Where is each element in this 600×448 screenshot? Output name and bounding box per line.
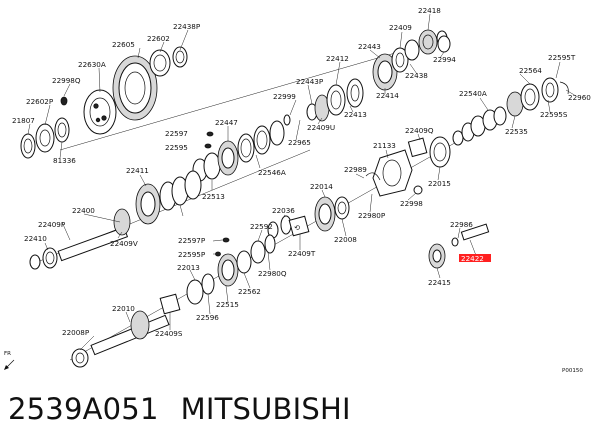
label-22980P[interactable]: 22980P [358, 211, 386, 220]
label-22602[interactable]: 22602 [147, 34, 170, 43]
label-22597P[interactable]: 22597P [178, 236, 206, 245]
label-22414[interactable]: 22414 [376, 91, 399, 100]
label-22438[interactable]: 22438 [405, 71, 428, 80]
svg-text:⟲: ⟲ [294, 223, 300, 232]
brand-name: MITSUBISHI [180, 392, 351, 426]
label-22513[interactable]: 22513 [202, 192, 225, 201]
label-22998Q[interactable]: 22998Q [52, 76, 81, 85]
label-22447[interactable]: 22447 [215, 118, 238, 127]
label-22015[interactable]: 22015 [428, 179, 451, 188]
right-group [452, 77, 569, 146]
part-labels: 22438P 22418 22605 22602 22409 22994 224… [12, 6, 591, 338]
label-22630A[interactable]: 22630A [78, 60, 106, 69]
lower-shaft-group [71, 234, 276, 368]
label-22540A[interactable]: 22540A [459, 89, 487, 98]
footer-caption: 2539A051 MITSUBISHI [8, 392, 373, 426]
label-22986[interactable]: 22986 [450, 220, 473, 229]
label-22602P[interactable]: 22602P [26, 97, 54, 106]
differential-group [20, 46, 188, 159]
label-22989[interactable]: 22989 [344, 165, 367, 174]
front-direction-indicator: FR [4, 351, 15, 370]
label-81336[interactable]: 81336 [53, 156, 76, 165]
label-22409P[interactable]: 22409P [38, 220, 66, 229]
label-22409V[interactable]: 22409V [110, 239, 138, 248]
label-22443[interactable]: 22443 [358, 42, 381, 51]
label-22410[interactable]: 22410 [24, 234, 47, 243]
label-22412[interactable]: 22412 [326, 54, 349, 63]
center-group: ⟲ [267, 196, 350, 239]
label-22415[interactable]: 22415 [428, 278, 451, 287]
label-22010[interactable]: 22010 [112, 304, 135, 313]
label-22592[interactable]: 22592 [250, 222, 273, 231]
fr-arrow-icon [4, 365, 9, 370]
label-22443P[interactable]: 22443P [296, 77, 324, 86]
cover-group [365, 136, 451, 197]
label-22409[interactable]: 22409 [389, 23, 412, 32]
label-22960[interactable]: 22960 [568, 93, 591, 102]
label-22409Q[interactable]: 22409Q [405, 126, 434, 135]
label-22014[interactable]: 22014 [310, 182, 333, 191]
fr-label: FR [4, 351, 11, 357]
label-22595S[interactable]: 22595S [540, 110, 568, 119]
label-22418[interactable]: 22418 [418, 6, 441, 15]
label-22999[interactable]: 22999 [273, 92, 296, 101]
label-22036[interactable]: 22036 [272, 206, 295, 215]
label-22438P[interactable]: 22438P [173, 22, 201, 31]
middle-upper-group [192, 120, 285, 182]
label-21133[interactable]: 21133 [373, 141, 396, 150]
label-22409U[interactable]: 22409U [307, 123, 335, 132]
label-22546A[interactable]: 22546A [258, 168, 286, 177]
label-22595P[interactable]: 22595P [178, 250, 206, 259]
label-22008P[interactable]: 22008P [62, 328, 90, 337]
label-22980Q[interactable]: 22980Q [258, 269, 287, 278]
label-22595[interactable]: 22595 [165, 143, 188, 152]
label-22595T[interactable]: 22595T [548, 53, 576, 62]
label-22596[interactable]: 22596 [196, 313, 219, 322]
label-22562[interactable]: 22562 [238, 287, 261, 296]
label-22013[interactable]: 22013 [177, 263, 200, 272]
label-22564[interactable]: 22564 [519, 66, 542, 75]
label-22409T[interactable]: 22409T [288, 249, 316, 258]
shaft-axes [29, 39, 461, 361]
label-22535[interactable]: 22535 [505, 127, 528, 136]
label-22409S[interactable]: 22409S [155, 329, 183, 338]
shaft-22400-group [29, 170, 202, 270]
label-22008[interactable]: 22008 [334, 235, 357, 244]
label-22994[interactable]: 22994 [433, 55, 456, 64]
label-22597[interactable]: 22597 [165, 129, 188, 138]
label-22515[interactable]: 22515 [216, 300, 239, 309]
leader-lines [27, 13, 577, 351]
label-22965[interactable]: 22965 [288, 138, 311, 147]
part-number: 2539A051 [8, 392, 159, 426]
label-22413[interactable]: 22413 [344, 110, 367, 119]
highlight-box-22422 [459, 254, 491, 262]
label-22422-highlighted[interactable]: 22422 [461, 254, 484, 263]
label-22998[interactable]: 22998 [400, 199, 423, 208]
label-22605[interactable]: 22605 [112, 40, 135, 49]
label-22400[interactable]: 22400 [72, 206, 95, 215]
label-21807[interactable]: 21807 [12, 116, 35, 125]
label-22411[interactable]: 22411 [126, 166, 149, 175]
part-22415-group [428, 223, 490, 269]
figure-code: P00150 [562, 368, 583, 374]
